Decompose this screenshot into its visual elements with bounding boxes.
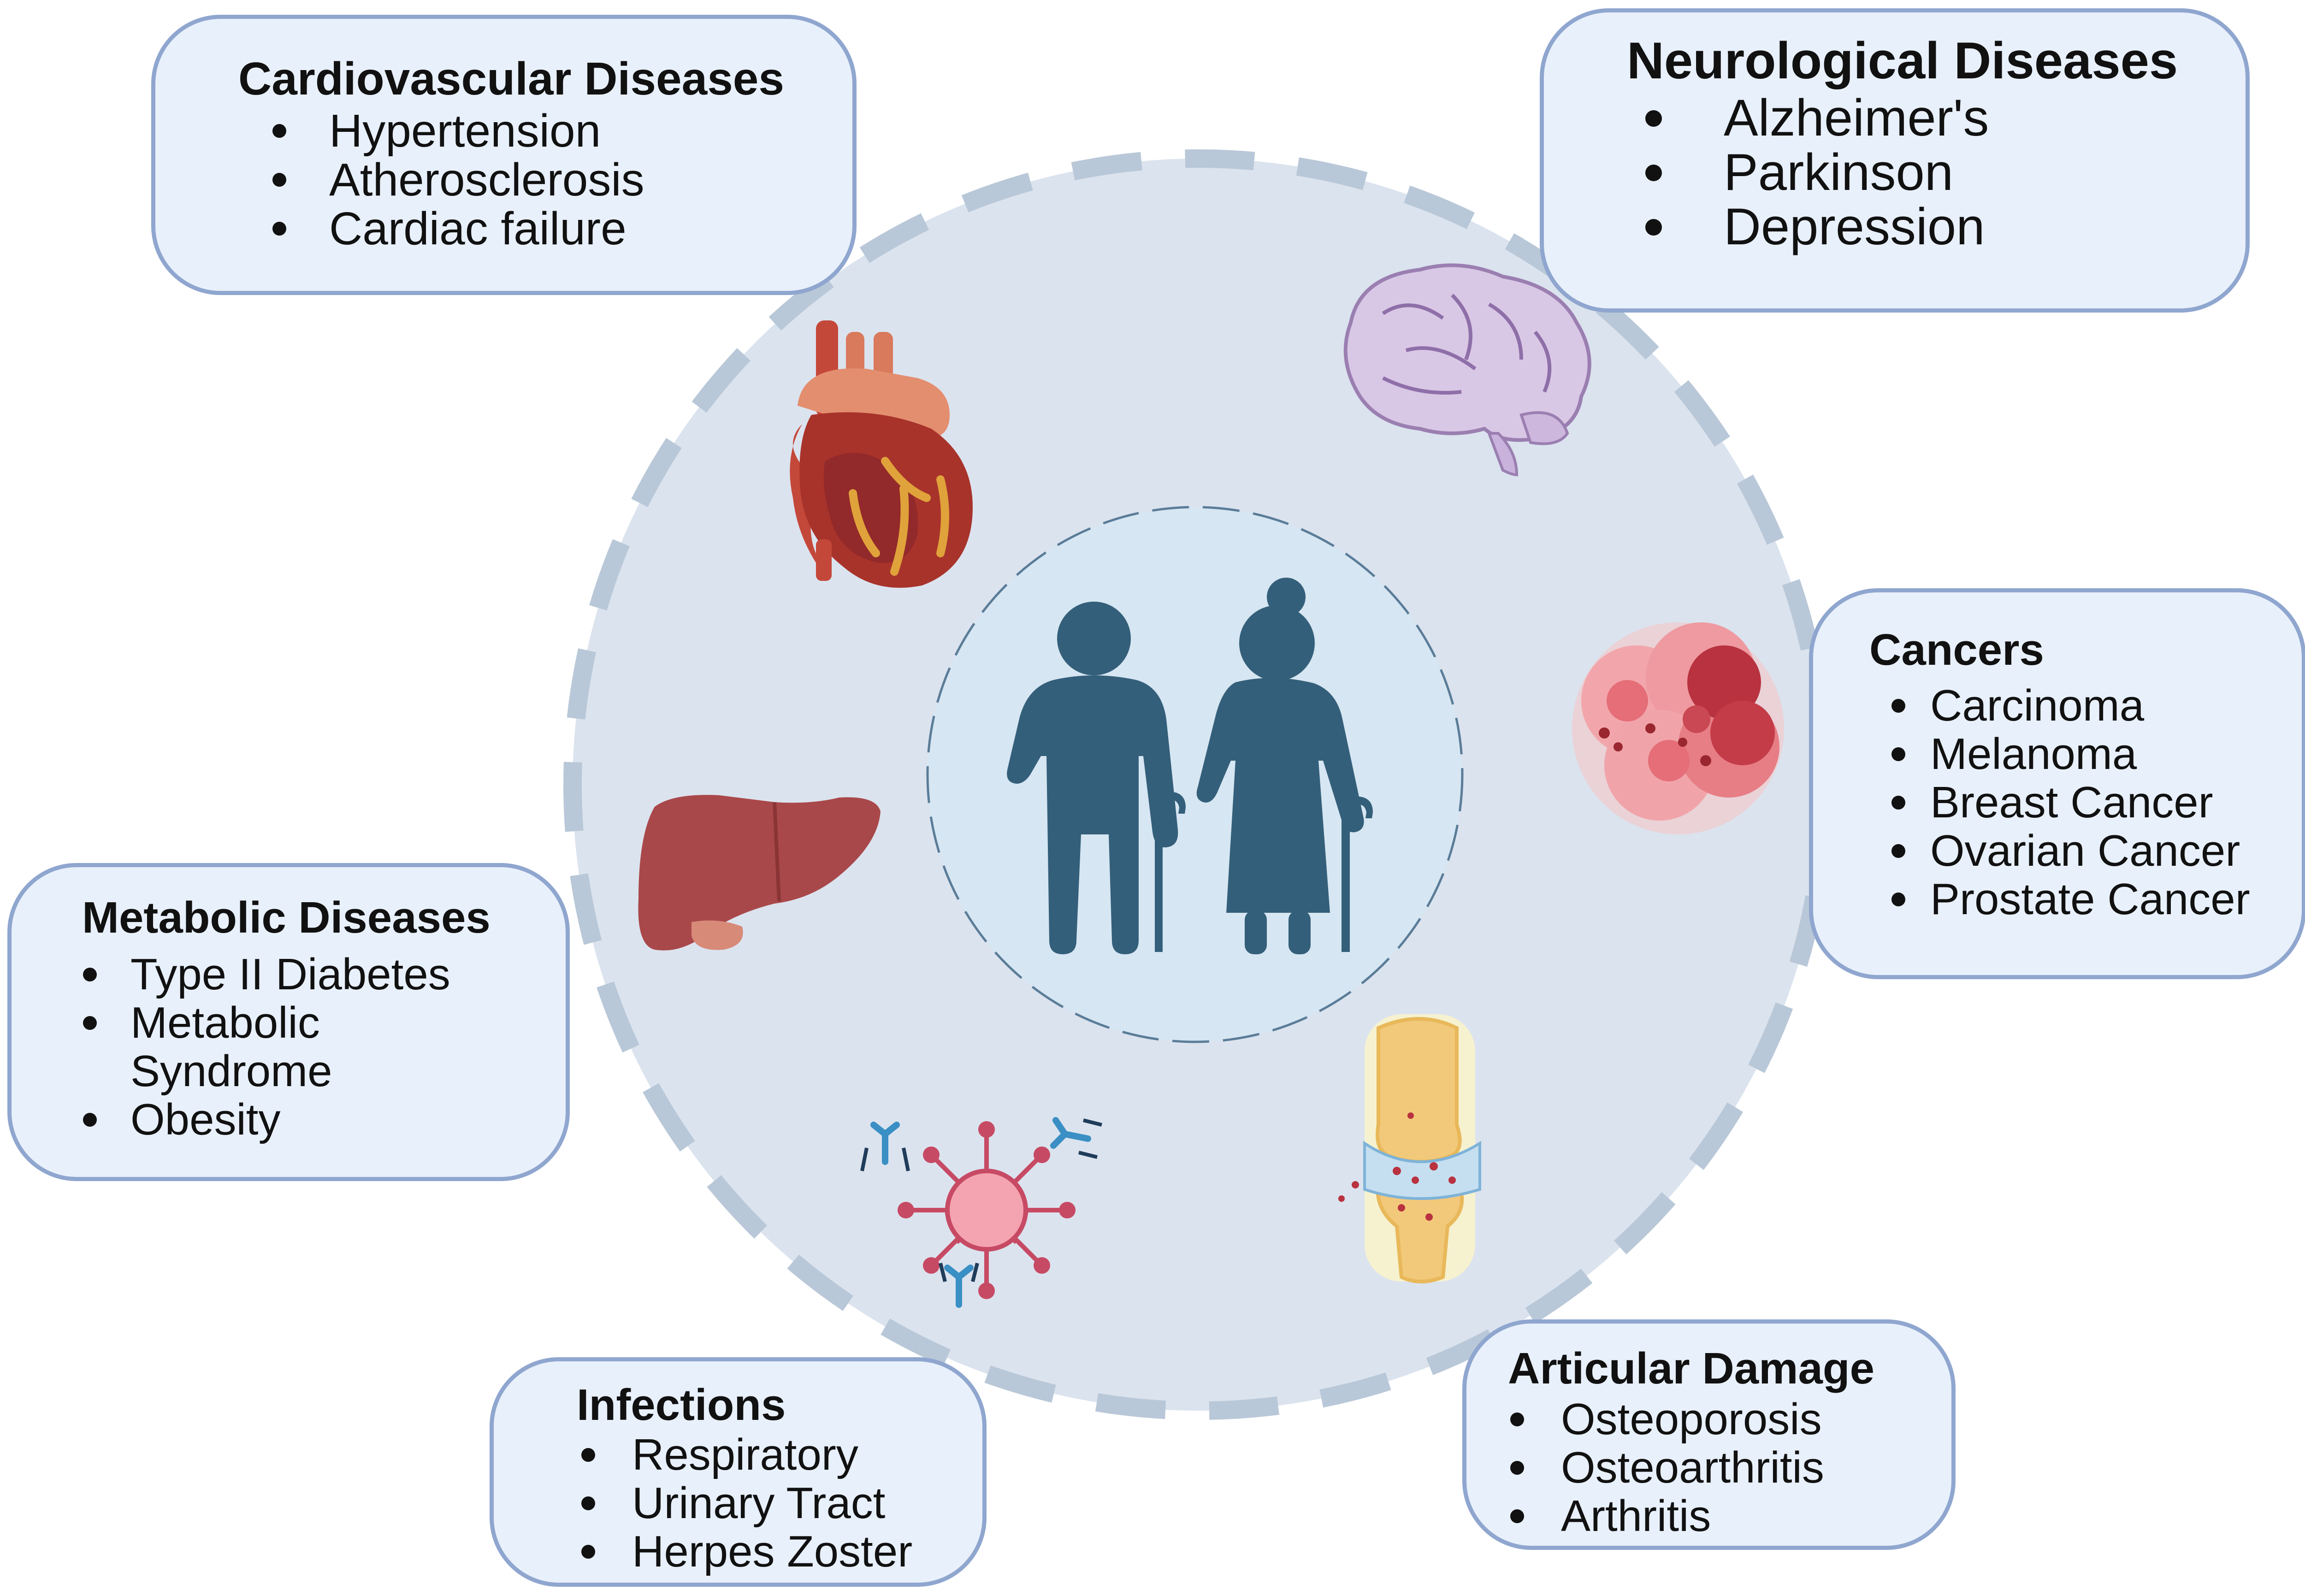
list-item: Cardiac failure xyxy=(234,204,852,253)
list-item: Urinary Tract xyxy=(549,1479,982,1527)
neurological-box: Neurological Diseases Alzheimer's Parkin… xyxy=(1540,8,2250,313)
articular-box: Articular Damage Osteoporosis Osteoarthr… xyxy=(1462,1319,1956,1550)
list-item: Breast Cancer xyxy=(1813,778,2302,827)
list-item: Carcinoma xyxy=(1813,681,2302,730)
infections-box: Infections Respiratory Urinary Tract Her… xyxy=(490,1357,987,1587)
list-item: Atherosclerosis xyxy=(234,155,852,204)
list-item: Melanoma xyxy=(1813,730,2302,778)
list-item: Ovarian Cancer xyxy=(1813,827,2302,875)
list-item: Depression xyxy=(1627,200,2246,254)
cancers-list: Carcinoma Melanoma Breast Cancer Ovarian… xyxy=(1869,681,2302,923)
cardiovascular-title: Cardiovascular Diseases xyxy=(238,53,785,105)
neurological-list: Alzheimer's Parkinson Depression xyxy=(1627,91,2246,254)
list-item: Prostate Cancer xyxy=(1813,875,2302,923)
list-item: Alzheimer's xyxy=(1627,91,2246,145)
cancers-box: Cancers Carcinoma Melanoma Breast Cancer… xyxy=(1809,588,2305,979)
articular-title: Articular Damage xyxy=(1508,1344,1874,1393)
metabolic-list: Type II Diabetes Metabolic Syndrome Obes… xyxy=(74,950,566,1144)
metabolic-box: Metabolic Diseases Type II Diabetes Meta… xyxy=(7,863,570,1181)
list-item: Herpes Zoster xyxy=(549,1527,982,1576)
list-item: Arthritis xyxy=(1510,1492,1951,1540)
tumor-cells-icon xyxy=(1572,622,1784,834)
list-item: Parkinson xyxy=(1627,145,2246,200)
list-item: Respiratory xyxy=(549,1430,982,1479)
list-item: Obesity xyxy=(74,1095,566,1144)
list-item: Hypertension xyxy=(234,106,852,155)
list-item: Type II Diabetes xyxy=(74,950,566,999)
virus-antibody-icon xyxy=(860,1117,1102,1308)
neurological-title: Neurological Diseases xyxy=(1627,32,2178,89)
knee-joint-icon xyxy=(1338,1014,1481,1283)
liver-icon xyxy=(638,795,881,951)
list-item-line: Syndrome xyxy=(130,1046,332,1096)
articular-list: Osteoporosis Osteoarthritis Arthritis xyxy=(1510,1395,1951,1540)
heart-icon xyxy=(790,320,973,588)
cancers-title: Cancers xyxy=(1869,625,2044,674)
cardiovascular-box: Cardiovascular Diseases Hypertension Ath… xyxy=(151,15,857,295)
cardiovascular-list: Hypertension Atherosclerosis Cardiac fai… xyxy=(234,106,852,253)
list-item: Osteoarthritis xyxy=(1510,1443,1951,1492)
elderly-couple-icon xyxy=(1007,578,1373,954)
infections-title: Infections xyxy=(577,1380,786,1430)
infections-list: Respiratory Urinary Tract Herpes Zoster xyxy=(549,1430,982,1576)
list-item: Osteoporosis xyxy=(1510,1395,1951,1443)
list-item: Metabolic Syndrome xyxy=(74,999,566,1095)
brain-icon xyxy=(1343,263,1591,477)
list-item-line: Metabolic xyxy=(130,998,320,1047)
metabolic-title: Metabolic Diseases xyxy=(82,893,491,942)
